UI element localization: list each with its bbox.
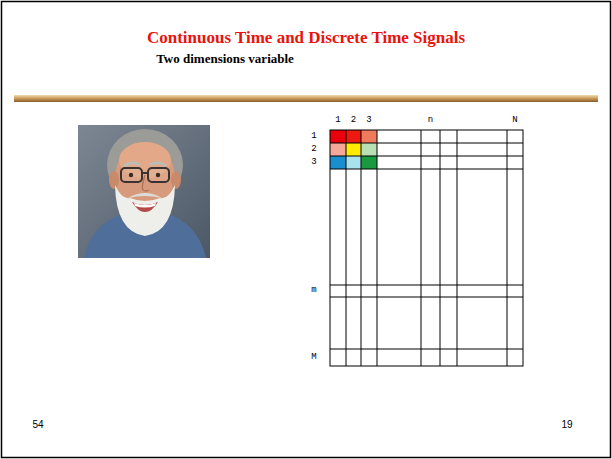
column-index: 1 [335,116,340,126]
slide-number: 19 [561,419,572,430]
subtitle: Two dimensions variable [156,52,294,66]
slide-title: Continuous Time and Discrete Time Signal… [147,29,465,48]
row-index: m [311,286,316,296]
column-index: n [428,116,433,126]
row-index: 1 [311,132,316,142]
pixel-grid [330,130,523,366]
column-index: 3 [366,116,371,126]
row-index: 2 [311,145,316,155]
page-number: 54 [32,419,43,430]
column-index: 2 [351,116,356,126]
portrait-photo [78,125,210,258]
column-index: N [512,116,517,126]
row-index: 3 [311,158,316,168]
divider-bar [14,95,598,102]
row-index: M [311,353,316,363]
